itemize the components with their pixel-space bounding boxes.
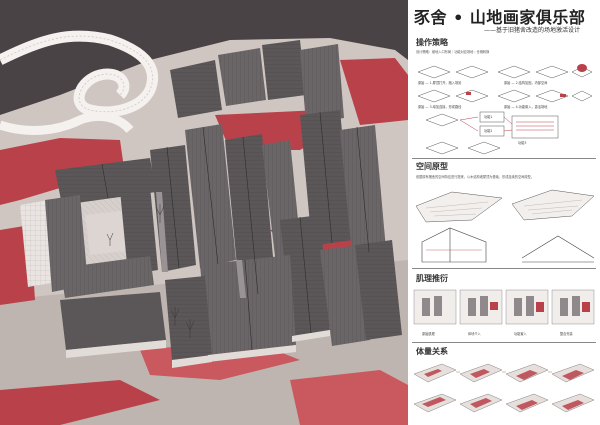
building-facades [66, 192, 330, 368]
strategy-note: 设计策略：坡地入口布局｜功能对应场地｜仓储转换 [416, 50, 490, 54]
poster-title: 豕舍 • 山地画家俱乐部 [414, 8, 586, 27]
texture-diagrams [413, 289, 595, 325]
strategy-label-func1: 功能1 [484, 115, 493, 119]
strategy-label-3: 原始 — 3.增加连接，形成路径 [418, 105, 462, 109]
poster-subtitle: ——基于旧猪舍改造的场地激活设计 [484, 27, 581, 34]
space-prototype-diagrams [415, 189, 595, 263]
aerial-plan [0, 0, 408, 425]
strategy-label-1: 原始 — 1.屋顶打开，融入场景 [418, 81, 462, 85]
section-heading-volume: 体量关系 [416, 347, 448, 356]
strategy-diagrams [417, 64, 593, 155]
texture-caption-1: 原始肌理 [422, 332, 435, 336]
info-panel: 豕舍 • 山地画家俱乐部 ——基于旧猪舍改造的场地激活设计 操作策略 设计策略：… [408, 0, 600, 425]
roof-ridges [101, 111, 370, 351]
strategy-label-2: 原始 — 2.结构加固，内部空间 [504, 81, 548, 85]
trees [106, 204, 195, 338]
section-heading-strategy: 操作策略 [416, 38, 448, 47]
texture-caption-2: 体块介入 [468, 332, 481, 336]
space-note: 依据原有猪舍的空间特征进行提炼，以木结构坡屋顶为基础，形成连续的空间原型。 [416, 175, 534, 179]
strategy-label-4: 原始 — 4.功能置入，激活场地 [504, 105, 548, 109]
winding-road [0, 30, 159, 135]
divider [412, 268, 596, 269]
volume-diagrams [413, 363, 595, 413]
texture-caption-4: 整合完善 [560, 332, 573, 336]
section-heading-texture: 肌理推衍 [416, 274, 448, 283]
strategy-label-func3: 功能3 [518, 141, 527, 145]
section-heading-space: 空间原型 [416, 162, 448, 171]
strategy-label-func2: 功能2 [484, 129, 493, 133]
divider [412, 158, 596, 159]
divider [412, 342, 596, 343]
texture-caption-3: 功能置入 [514, 332, 527, 336]
aerial-plan-drawing [0, 0, 408, 425]
